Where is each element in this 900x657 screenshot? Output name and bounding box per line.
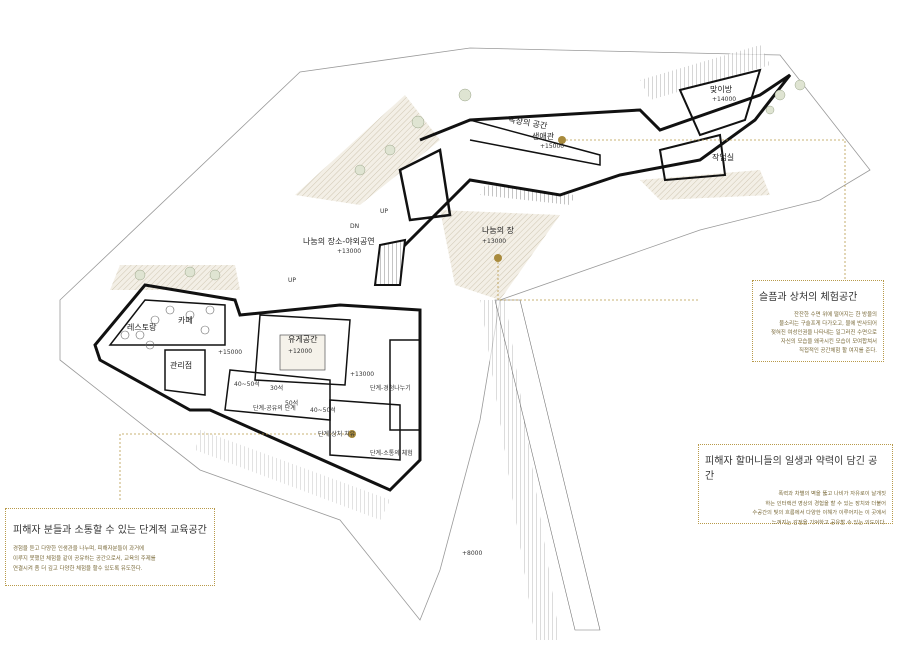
service-core (398, 148, 452, 222)
marker-sharing[interactable] (494, 254, 502, 262)
marker-memorial[interactable] (558, 136, 566, 144)
label-sharing-lvl: +13000 (482, 238, 506, 245)
hall-walls (678, 68, 762, 137)
label-rest: 유게공간 (288, 334, 318, 344)
label-sharing: 나눔의 장 (482, 225, 515, 235)
ramp-north (640, 45, 770, 100)
label-office: 관리점 (170, 360, 192, 370)
stair-center (480, 185, 575, 205)
label-up-2: UP (288, 277, 296, 284)
east-rooms (389, 339, 421, 431)
ramp-south-2 (494, 299, 601, 631)
stair-core (373, 238, 407, 286)
label-seats-a: 40~50석 (234, 380, 260, 388)
callout-sorrow-title: 슬픔과 상처의 체험공간 (759, 292, 858, 303)
label-memorial-lvl: +15000 (540, 143, 564, 150)
office-walls (164, 349, 206, 396)
terrace-north (295, 95, 440, 205)
leader-2 (497, 258, 700, 301)
label-hall: 맞이방 (710, 84, 733, 94)
label-seats-c: 40~50석 (310, 406, 336, 414)
label-sharing-outdoor: 나눔의 장소-야외공연 (303, 236, 375, 246)
upper-wing-inner (469, 119, 601, 166)
callout-biography-body: 폭력과 차별의 벽을 뚫고 나비가 자유로이 날개짓 하는 인터랙션 영상의 경… (752, 491, 886, 526)
label-memorial: 생애관 (532, 131, 555, 141)
label-step-listen: 단계-경청나누기 (370, 384, 411, 392)
callout-biography: 피해자 할머니들의 일생과 약력이 담긴 공간 폭력과 차별의 벽을 뚫고 나비… (698, 444, 893, 526)
callout-education-title: 피해자 분들과 소통할 수 있는 단계적 교육공간 (13, 525, 207, 536)
label-up-1: UP (380, 208, 388, 215)
label-step-heal: 단계-상처 치유 (318, 430, 356, 438)
restaurant-walls (108, 299, 226, 346)
label-lvl-8000: +8000 (462, 550, 482, 557)
label-step-memory: 단계-소통의 체험 (370, 449, 413, 457)
label-rest-lvl: +12000 (288, 348, 312, 355)
label-cafe: 카페 (178, 315, 193, 325)
label-seats-b: 30석 (270, 384, 283, 392)
marker-education[interactable] (348, 430, 356, 438)
callout-sorrow: 슬픔과 상처의 체험공간 잔잔한 수면 위에 떨어지는 한 방울의 물소리는 구… (752, 280, 884, 362)
lower-wing-outline (93, 283, 422, 492)
callout-education-body: 경험을 듣고 다양한 인생관을 나누며, 피해자분들이 과거에 이루지 못했던 … (13, 546, 156, 572)
label-seats-d: 50석 (285, 399, 298, 407)
label-hall-lvl: +14000 (712, 96, 736, 103)
terrace-west (110, 265, 240, 290)
trees (134, 79, 806, 281)
label-restaurant: 레스토랑 (127, 322, 157, 332)
label-lvl-13000: +13000 (350, 371, 374, 378)
label-workshop: 작업실 (712, 152, 734, 162)
south-arcade (195, 430, 390, 520)
restaurant-tables (120, 305, 215, 350)
label-dn: DN (350, 223, 359, 230)
label-lvl-15000: +15000 (218, 349, 242, 356)
ramp-south-1 (480, 300, 560, 640)
callout-biography-title: 피해자 할머니들의 일생과 약력이 담긴 공간 (705, 456, 878, 482)
terrace-east (640, 170, 770, 200)
classroom-walls-2 (329, 399, 401, 461)
label-step-share: 단계-공유의 단계 (253, 404, 296, 412)
leader-3 (119, 433, 352, 500)
rest-pool (279, 334, 326, 371)
courtyard-walls (254, 314, 351, 386)
label-sharing-outdoor-lvl: +13000 (337, 248, 361, 255)
callout-sorrow-body: 잔잔한 수면 위에 떨어지는 한 방울의 물소리는 구슬프게 다가오고, 물에 … (770, 312, 877, 354)
callout-education: 피해자 분들과 소통할 수 있는 단계적 교육공간 경험을 듣고 다양한 인생관… (5, 508, 215, 586)
